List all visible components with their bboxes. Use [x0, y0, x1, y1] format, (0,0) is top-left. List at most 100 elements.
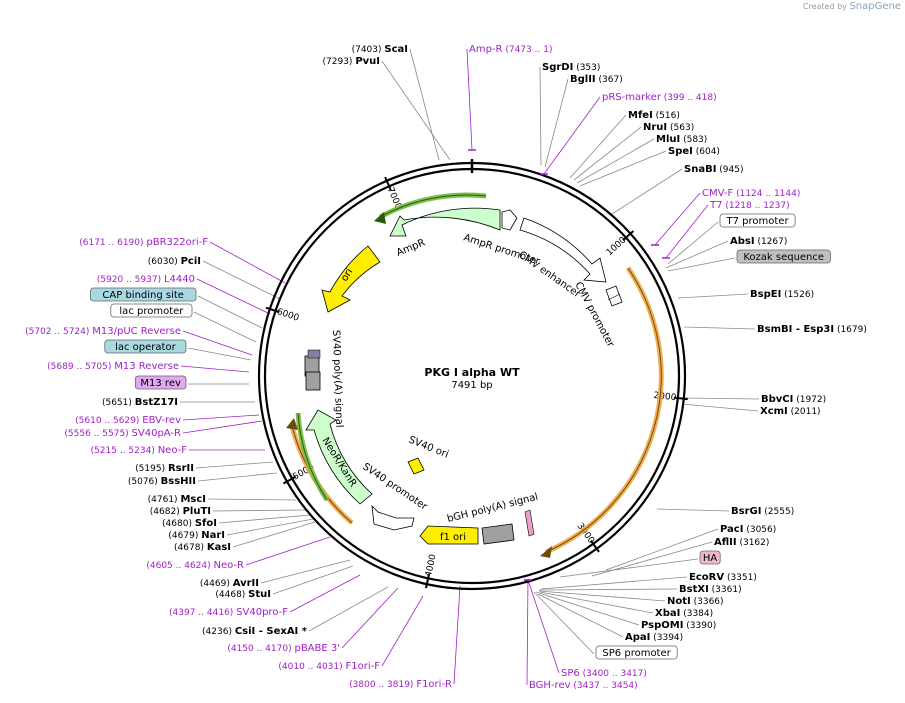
- right-label-bgh-rev[interactable]: BGH-rev (3437 .. 3454): [529, 680, 638, 691]
- credit-prefix: Created by: [802, 2, 847, 11]
- left-label-f1ori-r[interactable]: (3800 .. 3819) F1ori-R: [349, 679, 452, 690]
- leader-line: [683, 326, 756, 330]
- right-label-bsmbi-esp3i[interactable]: BsmBI - Esp3I (1679): [757, 324, 867, 335]
- right-label-bspei[interactable]: BspEI (1526): [750, 289, 814, 300]
- leader-line: [667, 257, 736, 272]
- left-label-csii-sexai-[interactable]: (4236) CsiI - SexAI *: [202, 626, 308, 637]
- right-label-aflii[interactable]: AflII (3162): [714, 537, 769, 548]
- insert-arc[interactable]: [544, 266, 664, 555]
- label-text: MluI (583): [656, 134, 707, 145]
- left-label-sfoi[interactable]: (4680) SfoI: [162, 518, 217, 529]
- left-label-f1ori-f[interactable]: (4010 .. 4031) F1ori-F: [278, 661, 380, 672]
- right-label-kozak-sequence[interactable]: Kozak sequence: [736, 249, 831, 264]
- left-label-nari[interactable]: (4679) NarI: [168, 530, 225, 541]
- leader-line: [611, 168, 683, 215]
- label-text: (5556 .. 5575) SV40pA-R: [64, 428, 181, 439]
- left-annotation-labels: (7403) ScaI(7293) PvuI (6171 .. 6190) pBR…: [25, 44, 452, 690]
- right-label-apai[interactable]: ApaI (3394): [625, 632, 683, 643]
- label-position: (604): [693, 147, 720, 157]
- right-label-t7[interactable]: T7 (1218 .. 1237): [709, 200, 790, 211]
- right-label-bstxi[interactable]: BstXI (3361): [679, 584, 742, 595]
- right-label-t7-promoter[interactable]: T7 promoter: [719, 213, 796, 228]
- right-label-sp6[interactable]: SP6 (3400 .. 3417): [561, 668, 647, 679]
- left-label-bsshii[interactable]: (5076) BssHII: [128, 476, 196, 487]
- neo-region-arrowhead: [286, 418, 298, 430]
- left-label-kasi[interactable]: (4678) KasI: [174, 542, 231, 553]
- right-label-mfei[interactable]: MfeI (516): [628, 110, 680, 121]
- left-label-lac-operator[interactable]: lac operator: [104, 339, 187, 354]
- left-label-neo-r[interactable]: (4605 .. 4624) Neo-R: [146, 560, 244, 571]
- label-position: (4679): [168, 531, 201, 541]
- left-label-m13-rev[interactable]: M13 rev: [134, 375, 187, 390]
- right-label-bbvci[interactable]: BbvCI (1972): [761, 394, 826, 405]
- right-label-noti[interactable]: NotI (3366): [667, 596, 724, 607]
- feature-ampr-promoter[interactable]: [501, 209, 518, 231]
- right-label-cmv-f[interactable]: CMV-F (1124 .. 1144): [702, 188, 800, 199]
- label-name: Neo-R: [214, 560, 245, 571]
- left-label-sv40pro-f[interactable]: (4397 .. 4416) SV40pro-F: [169, 607, 288, 618]
- insert-arrowhead: [540, 546, 552, 558]
- label-ampr: AmpR: [395, 237, 427, 258]
- right-label-nrui[interactable]: NruI (563): [643, 122, 694, 133]
- left-label-ebv-rev[interactable]: (5610 .. 5629) EBV-rev: [75, 415, 181, 426]
- feature-ampr[interactable]: [389, 207, 501, 237]
- left-label-pbabe-3-[interactable]: (4150 .. 4170) pBABE 3': [227, 643, 340, 654]
- right-label-paci[interactable]: PacI (3056): [720, 524, 776, 535]
- left-label-avrii[interactable]: (4469) AvrII: [200, 578, 259, 589]
- feature-sv40-promoter[interactable]: [371, 504, 415, 531]
- feature-ori[interactable]: [321, 245, 381, 313]
- leader-line: [665, 240, 729, 269]
- right-label-spei[interactable]: SpeI (604): [668, 146, 720, 157]
- left-label-bstz17i[interactable]: (5651) BstZ17I: [102, 397, 178, 408]
- left-label-pbr322ori-f[interactable]: (6171 .. 6190) pBR322ori-F: [79, 237, 208, 248]
- right-label-xcmi[interactable]: XcmI (2011): [760, 406, 821, 417]
- right-label-bsrgi[interactable]: BsrGI (2555): [731, 506, 794, 517]
- right-label-absi[interactable]: AbsI (1267): [730, 236, 787, 247]
- left-label-m13-puc-reverse[interactable]: (5702 .. 5724) M13/pUC Reverse: [25, 326, 181, 337]
- right-label-bglii[interactable]: BglII (367): [570, 74, 623, 85]
- feature-cmv-enhancer[interactable]: [519, 217, 607, 283]
- right-label-ecorv[interactable]: EcoRV (3351): [689, 572, 757, 583]
- leader-line: [681, 397, 760, 400]
- right-label-snabi[interactable]: SnaBI (945): [684, 164, 743, 175]
- left-label-stui[interactable]: (4468) StuI: [215, 589, 271, 600]
- label-position: (3800 .. 3819): [349, 680, 416, 690]
- label-name: PacI: [720, 524, 743, 535]
- label-position: (4010 .. 4031): [278, 662, 345, 672]
- left-label-pluti[interactable]: (4682) PluTI: [150, 506, 211, 517]
- left-label-sv40pa-r[interactable]: (5556 .. 5575) SV40pA-R: [64, 428, 181, 439]
- right-label-sgrdi[interactable]: SgrDI (353): [542, 62, 600, 73]
- feature-neor[interactable]: [305, 409, 373, 505]
- left-label-cap-binding-site[interactable]: CAP binding site: [90, 287, 197, 302]
- feature-bgh-polya[interactable]: [481, 509, 535, 545]
- left-label-pvui[interactable]: (7293) PvuI: [323, 56, 380, 67]
- tick-mark: [384, 176, 392, 191]
- right-label-mlui[interactable]: MluI (583): [656, 134, 707, 145]
- label-name: PspOMI: [641, 620, 683, 631]
- feature-sv40-ori[interactable]: [407, 457, 425, 475]
- left-label-rsrii[interactable]: (5195) RsrII: [135, 463, 194, 474]
- leader-line: [209, 241, 286, 284]
- feature-f1-ori[interactable]: [419, 525, 479, 545]
- label-text: NotI (3366): [667, 596, 724, 607]
- left-label-pcii[interactable]: (6030) PciI: [148, 256, 201, 267]
- right-label-pspomi[interactable]: PspOMI (3390): [641, 620, 716, 631]
- left-label-neo-f[interactable]: (5215 .. 5234) Neo-F: [91, 445, 188, 456]
- leader-line: [226, 518, 314, 536]
- label-text: (4468) StuI: [215, 589, 271, 600]
- right-label-amp-r[interactable]: Amp-R (7473 .. 1): [469, 44, 552, 55]
- label-name: SP6: [561, 668, 580, 679]
- right-label-ha[interactable]: HA: [699, 550, 721, 565]
- right-label-sp6-promoter[interactable]: SP6 promoter: [595, 645, 678, 660]
- left-label-l4440[interactable]: (5920 .. 5937) L4440: [97, 274, 195, 285]
- left-label-msci[interactable]: (4761) MscI: [148, 494, 206, 505]
- feature-cmv-promoter[interactable]: [605, 285, 623, 307]
- right-label-prs-marker[interactable]: pRS-marker (399 .. 418): [602, 92, 717, 103]
- feature-sv40-polya[interactable]: [304, 349, 321, 391]
- left-label-m13-reverse[interactable]: (5689 .. 5705) M13 Reverse: [47, 361, 179, 372]
- left-label-lac-promoter[interactable]: lac promoter: [110, 303, 193, 318]
- right-label-xbai[interactable]: XbaI (3384): [655, 608, 713, 619]
- left-label-scai[interactable]: (7403) ScaI: [352, 44, 408, 55]
- label-position: (3056): [743, 525, 776, 535]
- label-text: (5076) BssHII: [128, 476, 196, 487]
